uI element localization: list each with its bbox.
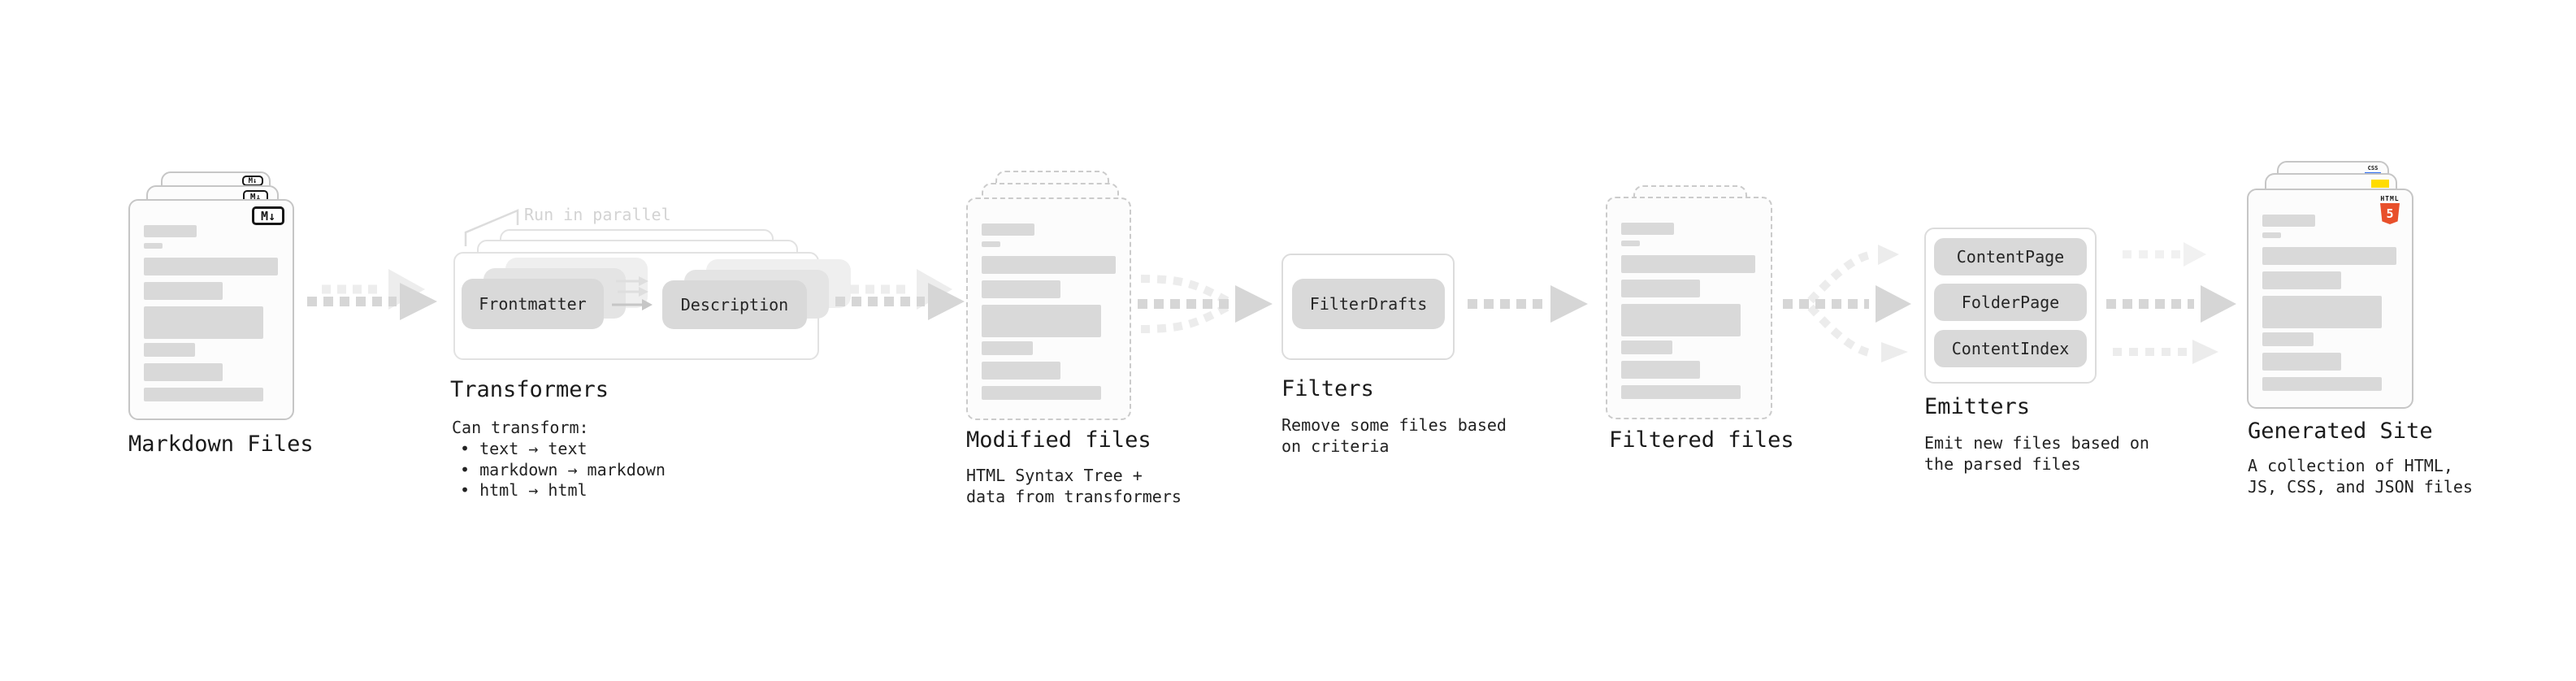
placeholder-text-bar — [1621, 304, 1741, 336]
filters-caption: on criteria — [1281, 436, 1390, 456]
placeholder-text-bar — [144, 343, 195, 357]
arrow-transformers-to-modified — [835, 269, 965, 320]
modified-files-stack — [966, 171, 1131, 420]
filters-caption: Remove some files based — [1281, 415, 1507, 435]
generated-site-stack: CSS HTML 5 — [2247, 161, 2413, 409]
placeholder-text-bar — [2262, 232, 2281, 238]
markdown-files-label: Markdown Files — [128, 432, 314, 457]
filtered-files-label: Filtered files — [1609, 427, 1794, 453]
folderpage-chip: FolderPage — [1934, 284, 2087, 321]
emitters-caption: Emit new files based on — [1924, 433, 2149, 453]
transformers-bullet: • text → text — [460, 439, 588, 458]
transformers-label: Transformers — [450, 377, 609, 402]
markdown-files-stack: M↓ M↓ M↓ — [128, 171, 294, 420]
placeholder-text-bar — [1621, 255, 1755, 273]
markdown-doc-card-front: M↓ — [128, 199, 294, 420]
generated-site-label: Generated Site — [2248, 419, 2433, 444]
transformers-bullet: • html → html — [460, 480, 588, 500]
placeholder-text-bar — [982, 305, 1101, 337]
modified-files-label: Modified files — [966, 427, 1151, 453]
emitters-label: Emitters — [1924, 394, 2031, 419]
arrow-modified-to-filters-merge — [1138, 275, 1273, 333]
placeholder-text-bar — [144, 282, 223, 300]
modified-files-caption: data from transformers — [966, 487, 1182, 506]
placeholder-text-bar — [982, 341, 1033, 355]
placeholder-text-bar — [2262, 247, 2396, 265]
placeholder-text-bar — [982, 241, 1000, 247]
filterdrafts-chip: FilterDrafts — [1292, 279, 1445, 329]
generated-doc-card-front: HTML 5 — [2247, 189, 2413, 409]
run-in-parallel-annotation: Run in parallel — [524, 205, 671, 224]
placeholder-text-bar — [2262, 332, 2314, 346]
placeholder-text-bar — [1621, 280, 1700, 297]
placeholder-text-bar — [1621, 241, 1640, 246]
placeholder-text-bar — [2262, 296, 2382, 328]
html5-icon-shield: 5 — [2380, 203, 2400, 224]
transformers-caption: Can transform: — [452, 418, 589, 437]
placeholder-text-bar — [144, 388, 263, 401]
arrow-filters-to-filtered — [1468, 285, 1588, 323]
placeholder-text-bar — [2262, 353, 2341, 371]
placeholder-text-bar — [1621, 223, 1674, 235]
placeholder-text-bar — [144, 258, 278, 275]
js-icon — [2371, 180, 2389, 188]
placeholder-text-bar — [1621, 361, 1700, 379]
frontmatter-chip: Frontmatter — [462, 279, 604, 329]
placeholder-text-bar — [1621, 340, 1672, 354]
emitters-caption: the parsed files — [1924, 454, 2081, 474]
placeholder-text-bar — [982, 280, 1060, 298]
placeholder-text-bar — [144, 225, 197, 237]
css-icon-word: CSS — [2367, 165, 2379, 171]
generated-site-caption: JS, CSS, and JSON files — [2248, 477, 2473, 497]
placeholder-text-bar — [144, 306, 263, 339]
generated-site-caption: A collection of HTML, — [2248, 456, 2453, 475]
modified-doc-card-front — [966, 197, 1131, 420]
contentpage-chip: ContentPage — [1934, 238, 2087, 275]
html5-icon: HTML 5 — [2378, 195, 2402, 224]
placeholder-text-bar — [2262, 271, 2341, 289]
placeholder-text-bar — [2262, 215, 2315, 227]
filters-label: Filters — [1281, 376, 1374, 401]
transformers-bullet: • markdown → markdown — [460, 460, 666, 479]
filtered-files-stack — [1606, 185, 1772, 419]
contentindex-chip: ContentIndex — [1934, 330, 2087, 367]
arrow-markdown-to-transformers — [307, 269, 437, 320]
placeholder-text-bar — [1621, 385, 1741, 399]
placeholder-text-bar — [144, 363, 223, 381]
filtered-doc-card-front — [1606, 197, 1772, 419]
placeholder-text-bar — [2262, 377, 2382, 391]
placeholder-text-bar — [982, 362, 1060, 380]
modified-files-caption: HTML Syntax Tree + — [966, 466, 1143, 485]
description-chip: Description — [662, 280, 807, 329]
markdown-icon: M↓ — [252, 206, 284, 225]
html5-icon-word: HTML — [2380, 195, 2400, 202]
placeholder-text-bar — [144, 243, 163, 249]
arrow-emitters-to-generated — [2106, 242, 2236, 364]
placeholder-text-bar — [982, 386, 1101, 400]
arrow-filtered-to-emitters-fanout — [1783, 245, 1911, 362]
placeholder-text-bar — [982, 256, 1116, 274]
placeholder-text-bar — [982, 223, 1034, 236]
